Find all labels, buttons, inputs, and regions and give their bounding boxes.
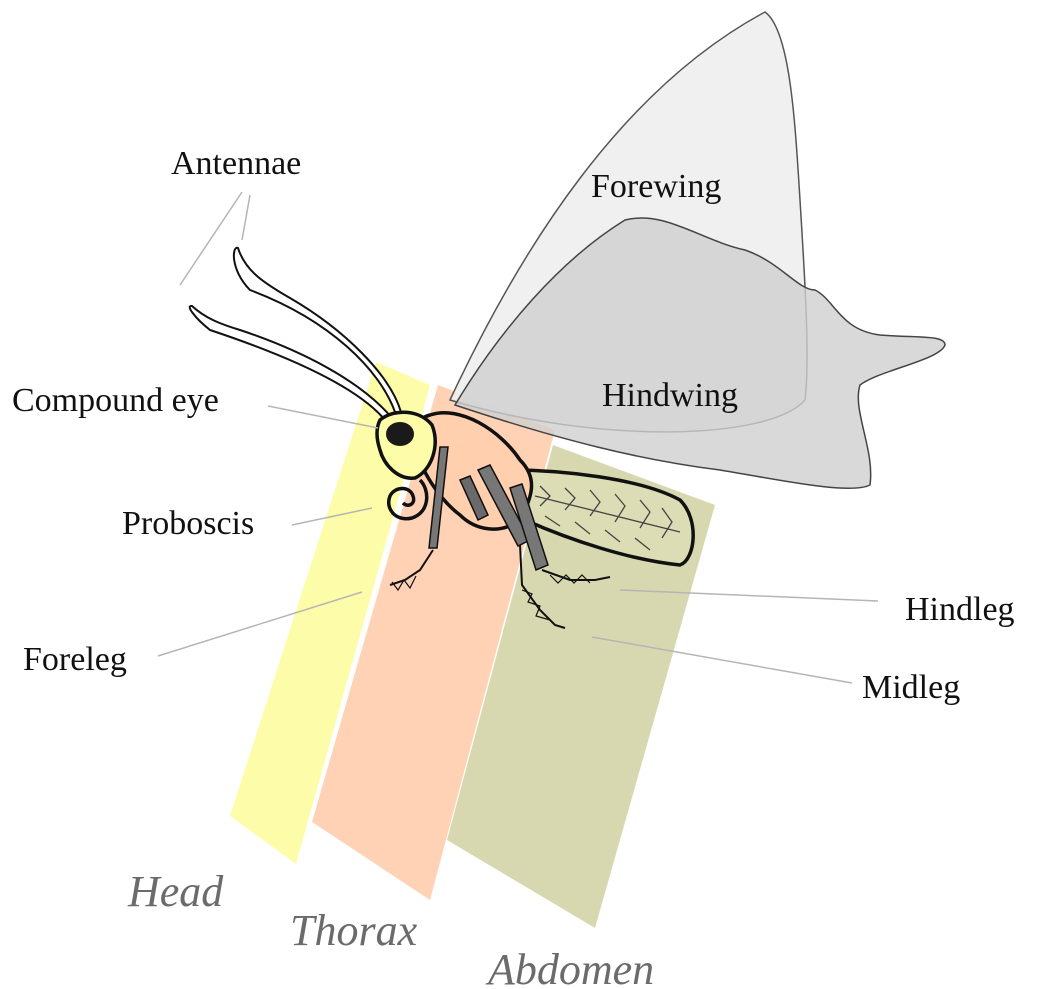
label-hindleg: Hindleg	[905, 591, 1015, 628]
label-forewing: Forewing	[591, 168, 721, 205]
compound-eye	[386, 422, 414, 446]
label-antennae: Antennae	[171, 145, 301, 182]
label-compound-eye: Compound eye	[12, 382, 219, 419]
segment-label-thorax: Thorax	[290, 906, 418, 955]
segment-label-abdomen: Abdomen	[485, 945, 654, 989]
label-proboscis: Proboscis	[122, 505, 254, 542]
antenna-lower	[190, 306, 392, 420]
label-hindwing: Hindwing	[602, 377, 738, 414]
segment-label-head: Head	[127, 867, 224, 916]
label-foreleg: Foreleg	[23, 641, 127, 678]
label-midleg: Midleg	[862, 669, 960, 706]
